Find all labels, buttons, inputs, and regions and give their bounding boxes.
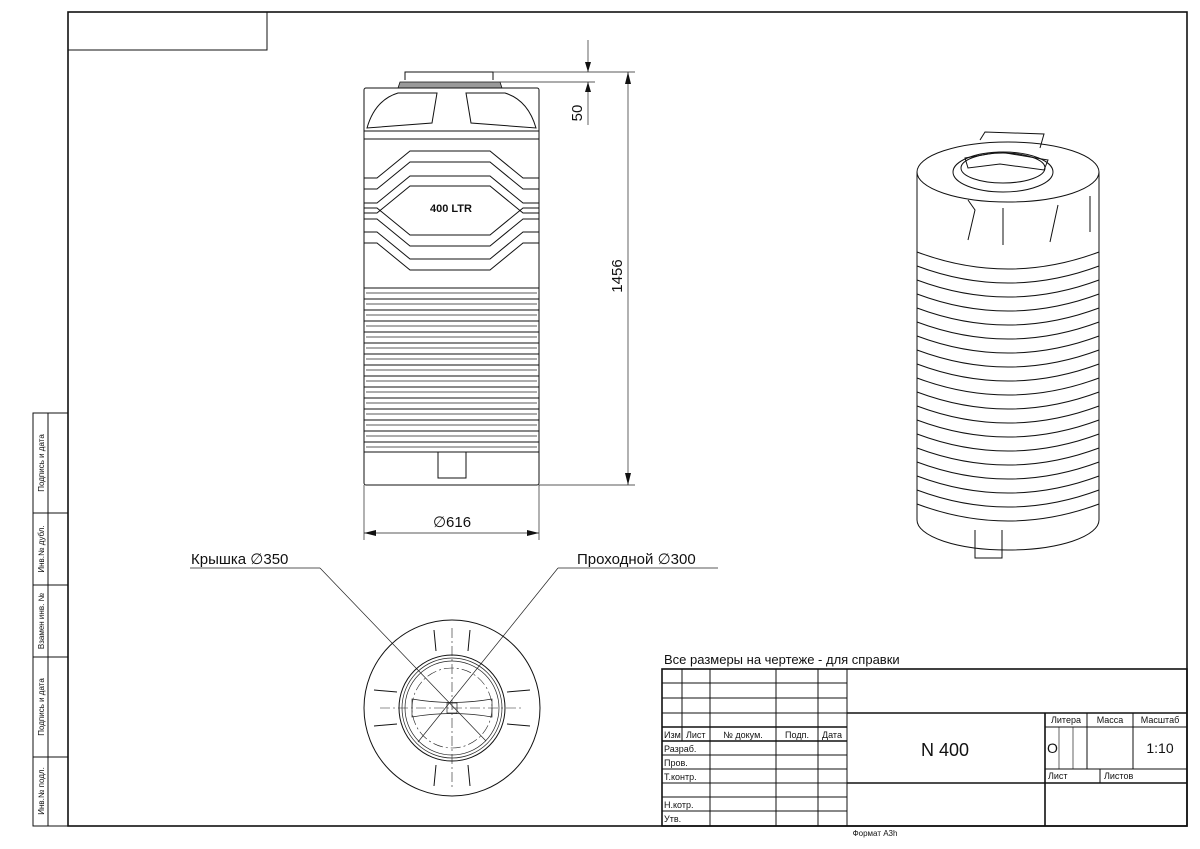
rib <box>916 489 1100 508</box>
rib <box>364 150 539 179</box>
rib <box>916 503 1100 522</box>
litera-value: О <box>1047 740 1058 756</box>
stamp-label: Инв.№ дубл. <box>37 525 46 572</box>
rib <box>916 335 1100 354</box>
stamp-label: Подпись и дата <box>37 678 46 736</box>
rib <box>916 307 1100 326</box>
rib <box>916 363 1100 382</box>
stamp-label: Взамен инв. № <box>37 592 46 649</box>
dim-height: 1456 <box>609 259 626 292</box>
callout-lid: Крышка ∅350 <box>191 551 288 568</box>
side-stamps: Подпись и дата Инв.№ дубл. Взамен инв. №… <box>32 412 69 827</box>
rib <box>916 391 1100 410</box>
stamp-label: Инв.№ подл. <box>37 767 46 815</box>
rib <box>364 185 539 214</box>
designation: N 400 <box>921 740 969 760</box>
rib <box>364 175 539 204</box>
role-label: Н.котр. <box>664 800 693 810</box>
callout-manhole: Проходной ∅300 <box>577 551 696 568</box>
drawing-frame <box>67 11 1188 827</box>
header-list: Лист <box>686 730 706 740</box>
rib <box>916 447 1100 466</box>
rib <box>916 461 1100 480</box>
format-label: Формат А3h <box>853 829 898 838</box>
role-label: Т.контр. <box>664 772 697 782</box>
massa-label: Масса <box>1097 715 1124 725</box>
rib <box>916 433 1100 452</box>
note: Все размеры на чертеже - для справки <box>664 652 900 667</box>
rib <box>916 349 1100 368</box>
dim-diameter: ∅616 <box>433 514 471 531</box>
title-block: Все размеры на чертеже - для справки Лит… <box>661 652 1188 838</box>
rib <box>364 207 539 236</box>
tank-volume-label: 400 LTR <box>430 203 472 215</box>
tank-front-view: 400 LTR <box>363 71 540 486</box>
rib <box>916 475 1100 494</box>
rib <box>916 405 1100 424</box>
sheet-label: Лист <box>1048 771 1068 781</box>
rib <box>916 321 1100 340</box>
rib <box>916 279 1100 298</box>
stamp-label: Подпись и дата <box>37 434 46 492</box>
header-date: Дата <box>822 730 842 740</box>
scale-label: Масштаб <box>1141 715 1180 725</box>
role-label: Утв. <box>664 814 681 824</box>
header-doc: № докум. <box>723 730 763 740</box>
rib <box>364 242 539 271</box>
rib <box>364 218 539 247</box>
role-label: Пров. <box>664 758 688 768</box>
rib <box>916 251 1100 270</box>
rib <box>364 161 539 190</box>
dim-lid-height: 50 <box>569 105 586 122</box>
scale-value: 1:10 <box>1146 740 1173 756</box>
rib <box>364 231 539 260</box>
dimensions: 50 1456 ∅616 <box>363 40 635 540</box>
role-label: Разраб. <box>664 744 696 754</box>
litera-label: Литера <box>1051 715 1081 725</box>
tank-top-view <box>363 619 541 797</box>
callouts: Крышка ∅350 Проходной ∅300 <box>190 551 718 743</box>
header-izm: Изм <box>664 730 681 740</box>
rib <box>916 265 1100 284</box>
rib <box>916 377 1100 396</box>
tank-isometric-view <box>916 131 1100 559</box>
rib <box>916 419 1100 438</box>
sheets-label: Листов <box>1104 771 1133 781</box>
top-left-stamp-box <box>67 11 268 51</box>
header-sign: Подп. <box>785 730 809 740</box>
outlet <box>437 452 467 479</box>
rib <box>916 293 1100 312</box>
